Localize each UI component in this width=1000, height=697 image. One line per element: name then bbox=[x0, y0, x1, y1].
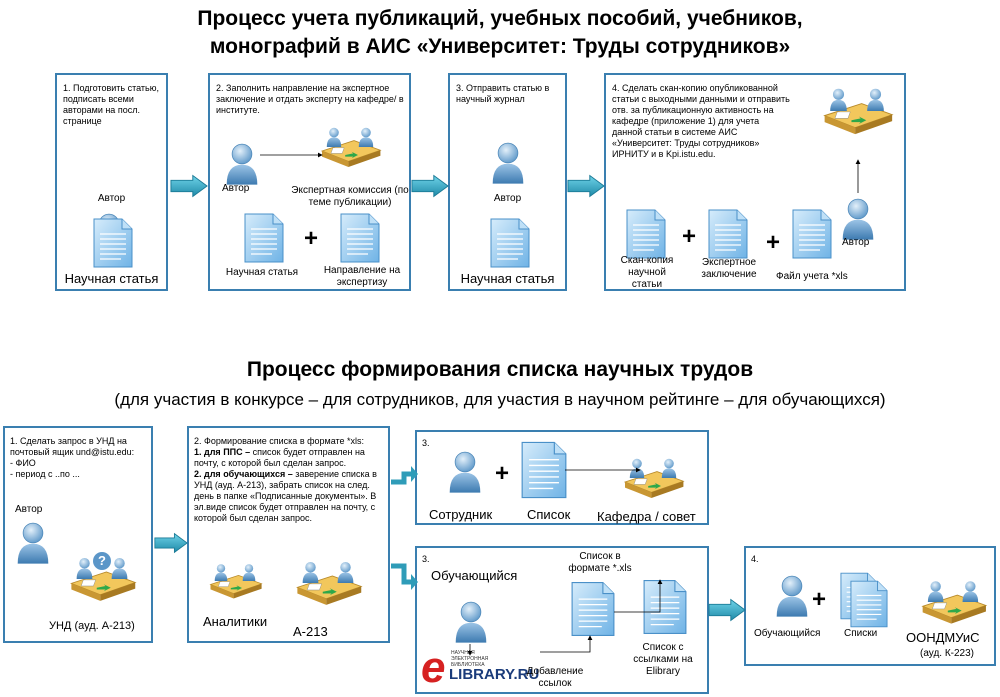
plus-sign: + bbox=[304, 225, 319, 252]
org-room-label: (ауд. К-223) bbox=[920, 648, 975, 659]
article-label: Научная статья bbox=[64, 271, 159, 286]
ppc-bold: 1. для ППС – bbox=[194, 447, 251, 457]
author-label: Автор bbox=[15, 504, 43, 515]
elibrary-text: LIBRARY.RU bbox=[449, 666, 540, 683]
bottom-step1-text: 1. Сделать запрос в УНД на почтовый ящик… bbox=[10, 436, 135, 479]
plus-sign: + bbox=[495, 460, 510, 487]
bottom-step4-box: 4. + Обучающийся Списки ООНДМУиС (ауд. К… bbox=[744, 546, 996, 666]
bottom-step3b-box: 3. Обучающийся e НАУЧНАЯ ЭЛЕКТРОННАЯ БИБ… bbox=[415, 546, 709, 694]
bottom-step2-text: 2. Формирование списка в формате *xls: 1… bbox=[194, 436, 386, 524]
bottom-step3a-text: 3. bbox=[422, 438, 430, 448]
author-label: Автор bbox=[222, 183, 250, 194]
bottom-step3a-box: 3. + Сотрудник Список Кафедра / совет bbox=[415, 430, 709, 525]
referral-label: Направление на экспертизу bbox=[323, 265, 401, 288]
org-label: ООНДМУиС bbox=[906, 630, 980, 645]
bottom-step4-text: 4. bbox=[751, 554, 759, 564]
top-step1-text: 1. Подготовить статью, подписать всеми а… bbox=[63, 83, 159, 126]
commission-label: Экспертная комиссия (по теме публикации) bbox=[291, 185, 409, 208]
room-label: А-213 bbox=[293, 624, 328, 639]
article-label: Научная статья bbox=[225, 267, 299, 278]
dept-label: Кафедра / совет bbox=[597, 509, 696, 524]
student-label: Обучающийся bbox=[754, 628, 821, 639]
top-step3-box: 3. Отправить статью в научный журнал Авт… bbox=[448, 73, 567, 291]
step2-head: 2. Формирование списка в формате *xls: bbox=[194, 436, 365, 446]
bottom-subtitle: (для участия в конкурсе – для сотруднико… bbox=[114, 390, 886, 409]
lists-label: Списки bbox=[844, 628, 878, 639]
bottom-title: Процесс формирования списка научных труд… bbox=[246, 358, 754, 381]
add-links-label: Добавление ссылок bbox=[526, 666, 584, 689]
plus-sign: + bbox=[682, 223, 697, 250]
top-step3-text: 3. Отправить статью в научный журнал bbox=[456, 83, 550, 104]
bottom-step2-box: 2. Формирование списка в формате *xls: 1… bbox=[187, 426, 390, 643]
top-step4-box: 4. Сделать скан-копию опубликованной ста… bbox=[604, 73, 906, 291]
analytics-label: Аналитики bbox=[203, 614, 268, 629]
top-title-line2: монографий в АИС «Университет: Труды сот… bbox=[209, 35, 791, 58]
plus-sign: + bbox=[812, 586, 827, 613]
bottom-step3b-text: 3. bbox=[422, 554, 430, 564]
stud-text: заверение списка в УНД (ауд. А-213), заб… bbox=[194, 469, 377, 523]
employee-label: Сотрудник bbox=[429, 507, 493, 522]
stud-bold: 2. для обучающихся – bbox=[194, 469, 293, 479]
plus-sign: + bbox=[766, 229, 781, 256]
elibrary-logo: e НАУЧНАЯ ЭЛЕКТРОННАЯ БИБЛИОТЕКА LIBRARY… bbox=[421, 643, 541, 692]
top-title-line1: Процесс учета публикаций, учебных пособи… bbox=[197, 7, 803, 30]
top-step2-box: 2. Заполнить направление на экспертное з… bbox=[208, 73, 411, 291]
top-step1-box: 1. Подготовить статью, подписать всеми а… bbox=[55, 73, 168, 291]
expert-label: Экспертное заключение bbox=[701, 257, 757, 280]
xls-label: Файл учета *xls bbox=[776, 271, 848, 282]
list-label: Список bbox=[527, 507, 571, 522]
top-step4-text: 4. Сделать скан-копию опубликованной ста… bbox=[612, 83, 790, 159]
article-label: Научная статья bbox=[460, 271, 555, 286]
ppc-text: список будет отправлен на почту, с котор… bbox=[194, 447, 365, 468]
list-xls-label: Список в формате *.xls bbox=[568, 551, 632, 574]
scan-label: Скан-копия научной статьи bbox=[620, 255, 674, 290]
author-label: Автор bbox=[97, 193, 126, 204]
elibrary-small: НАУЧНАЯ ЭЛЕКТРОННАЯ БИБЛИОТЕКА bbox=[451, 650, 489, 668]
und-label: УНД (ауд. А-213) bbox=[49, 620, 135, 632]
question-icon: ? bbox=[93, 552, 111, 570]
elibrary-e: e bbox=[421, 643, 446, 692]
author-label: Автор bbox=[842, 237, 870, 248]
result-label: Список с ссылками на Elibrary bbox=[633, 642, 693, 677]
student-label: Обучающийся bbox=[431, 568, 518, 583]
bottom-step1-box: 1. Сделать запрос в УНД на почтовый ящик… bbox=[3, 426, 153, 643]
top-step2-text: 2. Заполнить направление на экспертное з… bbox=[216, 83, 404, 115]
author-label: Автор bbox=[493, 193, 522, 204]
